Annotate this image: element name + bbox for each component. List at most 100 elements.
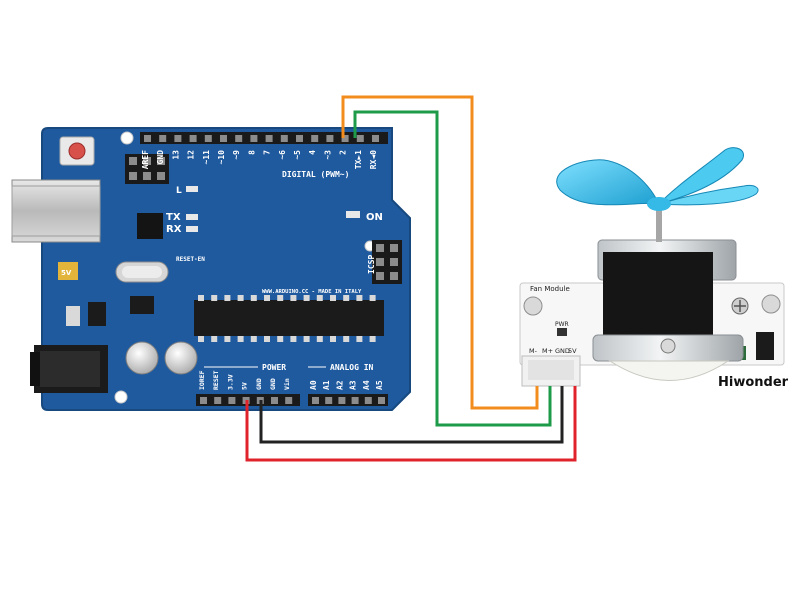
analog-header — [308, 394, 388, 406]
chip-pin — [369, 336, 376, 342]
transistor — [88, 302, 106, 326]
chip-pin — [264, 336, 270, 342]
usb-chip — [137, 213, 163, 239]
module-connector — [521, 355, 581, 387]
atmega-chip — [194, 295, 384, 342]
header-pin — [364, 397, 372, 404]
smd-chip — [756, 332, 774, 360]
header-pin — [235, 135, 243, 142]
chip-pin — [330, 336, 336, 342]
chip-pin — [369, 295, 376, 301]
chip-pin — [264, 295, 270, 301]
power-pin-label: RESET — [212, 370, 220, 390]
analog-pin-label: A0 — [309, 380, 318, 390]
top-pin-label: 7 — [263, 150, 272, 155]
header-pin — [204, 135, 212, 142]
chip-pin — [316, 336, 323, 342]
module-pin-label: GND — [555, 347, 570, 355]
header-pin — [271, 397, 278, 404]
module-pin-label: M+ — [542, 347, 553, 355]
top-pin-label: 4 — [308, 150, 317, 155]
svg-text:5V: 5V — [61, 269, 72, 277]
top-pin-label: ~5 — [293, 150, 302, 160]
top-pin-label: ~11 — [202, 150, 211, 165]
dc-power-jack — [30, 345, 108, 393]
header-pin — [338, 397, 346, 404]
chip-pin — [303, 295, 310, 301]
pwr-led — [557, 328, 567, 336]
icsp-header — [372, 240, 402, 284]
top-pin-label: 2 — [339, 150, 348, 155]
header-pin — [265, 135, 273, 142]
chip-pin — [237, 336, 244, 342]
tx-label: TX — [166, 212, 181, 223]
module-pin-label: 5V — [568, 347, 577, 355]
chip-pin — [277, 295, 284, 301]
top-pin-label: GND — [156, 150, 165, 165]
power-pin-label: 5V — [241, 382, 249, 390]
header-pin — [228, 397, 236, 404]
mounting-hole — [523, 296, 543, 316]
analog-label: ANALOG IN — [330, 363, 374, 372]
header-pin — [312, 397, 319, 404]
dc-motor — [592, 239, 744, 381]
chip-pin — [343, 295, 350, 301]
chip-pin — [290, 295, 297, 301]
top-pin-label: ~10 — [217, 150, 226, 165]
header-pin — [325, 397, 333, 404]
motor-shaft — [656, 200, 662, 242]
top-pin-label: 13 — [171, 150, 180, 160]
header-pin — [326, 135, 334, 142]
digital-label: DIGITAL (PWM~) — [282, 170, 349, 179]
rx-led — [186, 226, 198, 232]
header-pin — [250, 135, 258, 142]
electrolytic-capacitor — [164, 341, 198, 375]
power-pin-label: 3.3V — [226, 374, 234, 390]
analog-pin-label: A2 — [335, 380, 344, 390]
analog-pin-label: A5 — [375, 380, 384, 390]
chip-pin — [224, 336, 231, 342]
chip-pin — [237, 295, 244, 301]
chip-pin — [277, 336, 284, 342]
chip-pin — [316, 295, 323, 301]
chip-pin — [303, 336, 310, 342]
chip-pin — [330, 295, 336, 301]
header-pin — [285, 397, 293, 404]
header-pin — [174, 135, 182, 142]
module-pin-label: M- — [529, 347, 538, 355]
tx-led — [186, 214, 198, 220]
header-pin — [351, 397, 359, 404]
on-led — [346, 211, 360, 218]
power-pin-label: GND — [255, 378, 263, 390]
analog-pin-label: A1 — [322, 380, 331, 390]
top-pin-label: ~3 — [323, 150, 332, 160]
chip-pin — [224, 295, 231, 301]
top-pin-label: TX►1 — [354, 150, 363, 169]
header-pin — [159, 135, 167, 142]
top-pin-label: RX◄0 — [369, 150, 378, 169]
digital-header — [140, 132, 388, 144]
l-led — [186, 186, 198, 192]
chip-pin — [356, 336, 363, 342]
top-pin-label: AREF — [141, 150, 150, 169]
reset-en-chip — [130, 296, 154, 314]
made-in-label: WWW.ARDUINO.CC - MADE IN ITALY — [262, 289, 362, 295]
module-title: Fan Module — [530, 285, 570, 293]
fan-propeller — [556, 147, 759, 211]
header-pin — [200, 397, 207, 404]
rx-label: RX — [166, 224, 182, 235]
header-pin — [378, 397, 385, 404]
power-pin-label: GND — [269, 378, 277, 390]
smd-capacitor — [66, 306, 80, 326]
header-pin — [280, 135, 288, 142]
chip-pin — [211, 336, 218, 342]
green-wire — [353, 110, 552, 427]
reset-button[interactable] — [59, 136, 95, 166]
pwr-label: PWR — [555, 321, 569, 328]
chip-pin — [250, 295, 257, 301]
header-pin — [296, 135, 303, 142]
chip-pin — [211, 295, 218, 301]
